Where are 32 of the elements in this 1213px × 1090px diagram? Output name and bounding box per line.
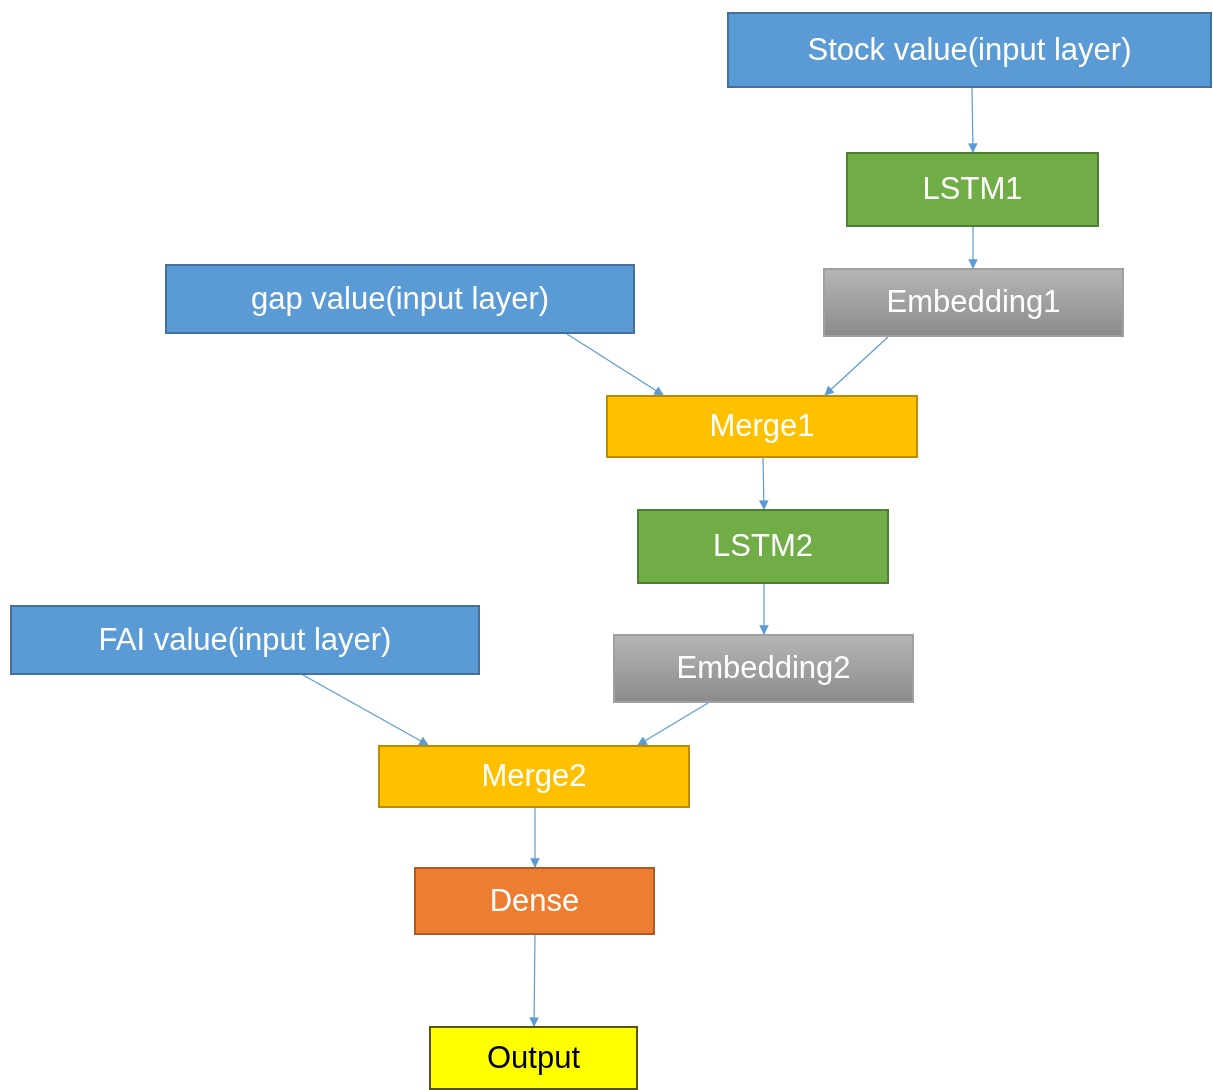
lstm-box (846, 152, 1099, 227)
output-box (429, 1026, 638, 1090)
node-label: gap value(input layer) (250, 279, 550, 318)
embedding-box (613, 634, 914, 703)
node-label: Embedding2 (676, 649, 851, 688)
arrow (566, 333, 664, 396)
merge-box (606, 395, 918, 458)
arrow (759, 583, 769, 635)
node-label: Dense (489, 881, 580, 920)
node-label: Stock value(input layer) (807, 30, 1132, 69)
node-label: FAI value(input layer) (98, 620, 392, 659)
arrow (968, 87, 978, 153)
input-layer-box (165, 264, 635, 334)
node-label: LSTM2 (713, 527, 813, 566)
input-layer-box (727, 12, 1212, 88)
arrow (530, 807, 540, 868)
arrow (637, 702, 709, 746)
arrow (968, 226, 978, 269)
arrow (759, 457, 769, 510)
node-label: Output (486, 1038, 581, 1077)
arrow (302, 674, 429, 746)
arrow (529, 934, 539, 1027)
node-label: Merge1 (709, 407, 815, 446)
arrow (824, 336, 889, 396)
node-label: Embedding1 (886, 283, 1061, 322)
node-label: Merge2 (481, 757, 587, 796)
node-label: LSTM1 (922, 170, 1023, 209)
embedding-box (823, 268, 1124, 337)
dense-box (414, 867, 655, 935)
input-layer-box (10, 605, 480, 675)
lstm-box (637, 509, 889, 584)
merge-box (378, 745, 690, 808)
